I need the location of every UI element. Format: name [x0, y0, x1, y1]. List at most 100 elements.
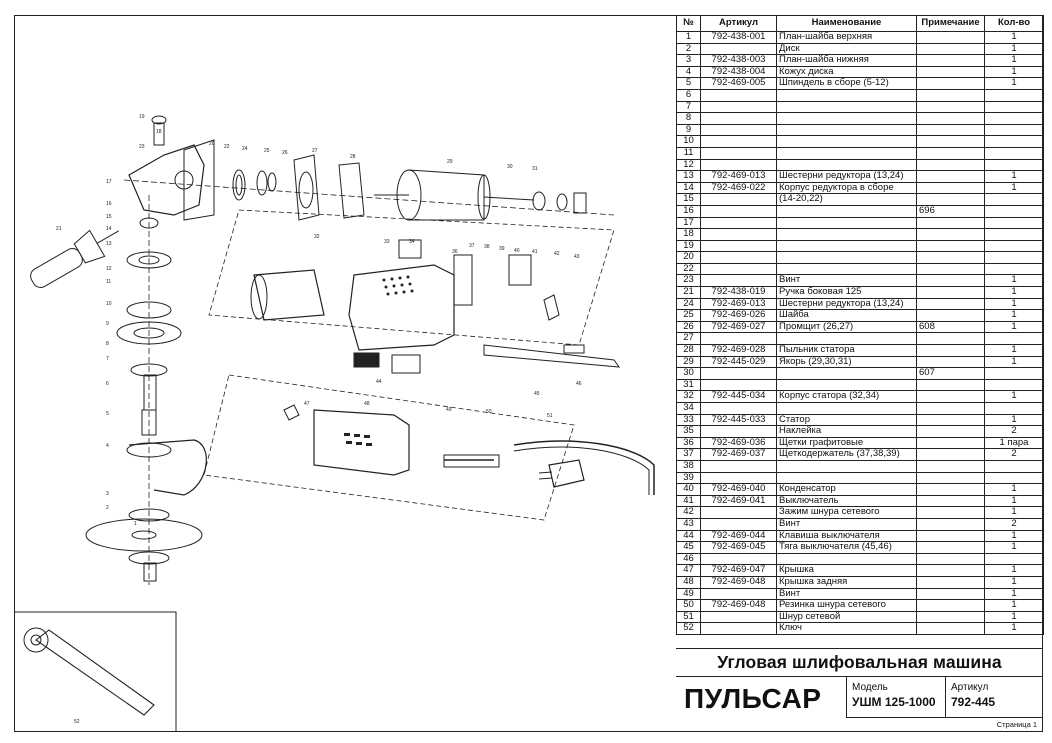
quantity-cell: 1	[984, 170, 1044, 183]
callout: 12	[106, 266, 112, 272]
callout: 20	[209, 141, 215, 147]
callout: 1	[134, 521, 137, 527]
model-box: Модель УШМ 125-1000	[846, 677, 946, 717]
brand-logo: ПУЛЬСАР	[684, 683, 836, 727]
callout: 26	[282, 150, 288, 156]
callout: 37	[469, 243, 475, 249]
part-number-cell: 11	[676, 146, 701, 160]
callout: 10	[106, 301, 112, 307]
callout: 33	[384, 239, 390, 245]
table-row: 18	[676, 228, 1044, 241]
table-header-row: № Артикул Наименование Примечание Кол-во	[676, 15, 1044, 32]
callout: 25	[264, 148, 270, 154]
quantity-cell: 1	[984, 610, 1044, 624]
callout: 50	[486, 409, 492, 415]
quantity-cell: 1	[984, 564, 1044, 577]
callout: 24	[242, 146, 248, 152]
callout: 52	[74, 719, 80, 725]
callout: 7	[106, 356, 109, 362]
sheet-border	[14, 15, 1043, 732]
callout: 11	[106, 279, 111, 285]
callout: 22	[224, 144, 230, 150]
footer-divider	[846, 717, 1043, 718]
quantity-cell	[984, 158, 1044, 172]
power-plug	[548, 459, 585, 488]
motor-housing-part	[348, 264, 455, 351]
quantity-cell: 1	[984, 541, 1044, 554]
article-value: 792-445	[951, 695, 996, 709]
col-header-name: Наименование	[776, 15, 917, 32]
callout: 31	[532, 166, 538, 172]
table-row: 11	[676, 146, 1044, 160]
page-number: Страница 1	[996, 720, 1037, 729]
table-row: 15(14-20,22)	[676, 193, 1044, 206]
part-number-cell: 48	[676, 575, 701, 589]
quantity-cell	[984, 146, 1044, 160]
article-cell: 792-469-044	[700, 529, 777, 543]
table-row: 9	[676, 123, 1044, 137]
rear-cap-part	[313, 409, 410, 476]
article-cell: 792-469-048	[700, 575, 777, 589]
table-row: 34	[676, 402, 1044, 415]
quantity-cell	[984, 552, 1044, 566]
part-number-cell: 50	[676, 599, 701, 612]
table-row: 12	[676, 158, 1044, 172]
callout: 15	[106, 214, 112, 220]
quantity-cell: 1	[984, 587, 1044, 601]
article-cell: 792-469-013	[700, 170, 777, 183]
callout: 34	[409, 239, 415, 245]
callout: 49	[446, 407, 452, 413]
callout: 43	[574, 254, 580, 260]
disc-guard-part	[128, 439, 207, 496]
article-cell: 792-469-048	[700, 599, 777, 612]
callout: 5	[106, 411, 109, 417]
switch-rod-part	[483, 344, 621, 368]
callout: 30	[507, 164, 513, 170]
motor-group-box	[208, 209, 615, 346]
quantity-cell	[984, 193, 1044, 206]
quantity-cell: 1	[984, 575, 1044, 589]
callout: 28	[350, 154, 356, 160]
table-row: 19	[676, 239, 1044, 253]
quantity-cell: 1	[984, 529, 1044, 543]
callout: 35	[364, 356, 370, 362]
callout: 16	[106, 201, 112, 207]
table-row: 17	[676, 216, 1044, 230]
title-bar: Угловая шлифовальная машина	[676, 648, 1043, 676]
callout: 47	[304, 401, 310, 407]
parts-table: № Артикул Наименование Примечание Кол-во…	[676, 15, 1044, 635]
part-number-cell: 17	[676, 216, 701, 230]
callout: 3	[106, 491, 109, 497]
callout: 6	[106, 381, 109, 387]
callout: 23	[139, 144, 145, 150]
side-handle-part	[30, 229, 120, 288]
article-label: Артикул	[951, 682, 989, 693]
callout: 14	[106, 226, 112, 232]
part-name-cell: Крышка задняя	[776, 575, 917, 589]
callout: 4	[106, 443, 109, 449]
quantity-cell: 1	[984, 54, 1044, 67]
callout-labels: 1 2 3 4 5 6 7 8 9 10 11 12 13 14 15 16 1…	[56, 114, 582, 725]
callout: 2	[106, 505, 109, 511]
wrench-part	[35, 629, 155, 716]
part-name-cell: (14-20,22)	[776, 193, 917, 206]
callout: 27	[312, 148, 318, 154]
table-row: 31	[676, 378, 1044, 392]
table-row: 10	[676, 135, 1044, 148]
quantity-cell	[984, 135, 1044, 148]
